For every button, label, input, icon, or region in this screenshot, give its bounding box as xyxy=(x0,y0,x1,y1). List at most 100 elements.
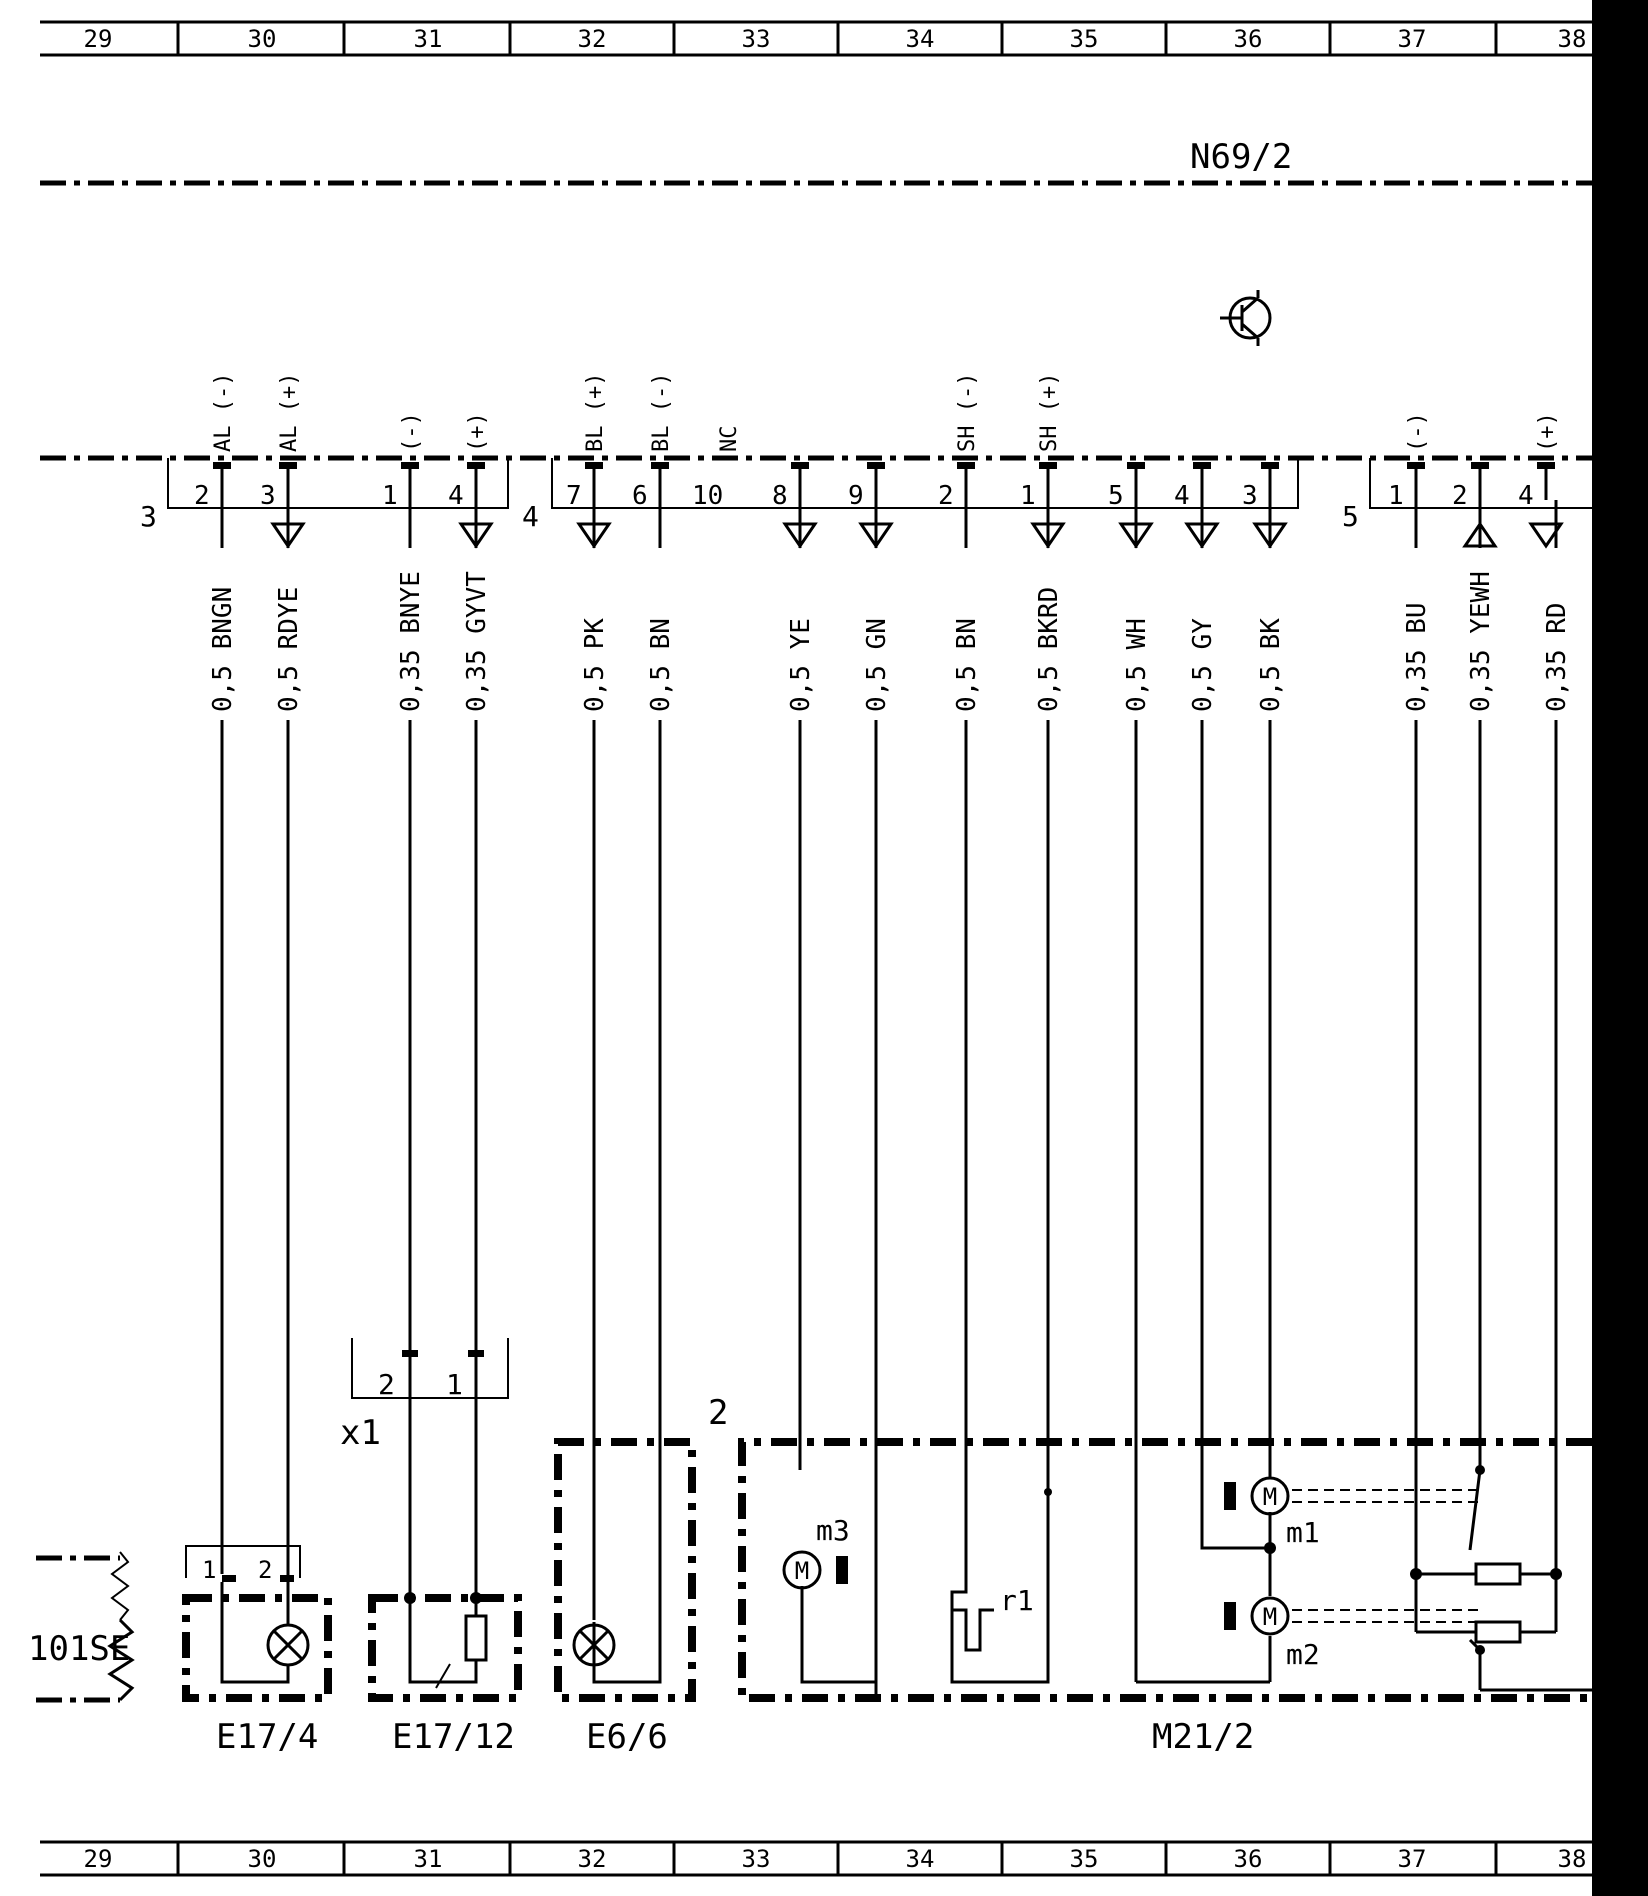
lamp-icon xyxy=(266,1623,310,1667)
pin-number: 4 xyxy=(1174,481,1190,511)
svg-text:2: 2 xyxy=(258,1556,272,1584)
connector-4-bracket: 4 xyxy=(522,458,1299,533)
wire: 0,5 RDYE xyxy=(274,500,304,1582)
wire-color-label: 0,5 PK xyxy=(580,618,610,712)
signal-arrow-down xyxy=(1528,522,1564,549)
pin-signal-label: (+) xyxy=(465,412,490,452)
pin-number: 2 xyxy=(194,481,210,511)
grid-cell-29: 29 xyxy=(84,1845,113,1873)
adjacent-component-fragment: 101SE xyxy=(28,1551,135,1703)
svg-text:2: 2 xyxy=(378,1368,395,1401)
motor-m1-label: m1 xyxy=(1286,1516,1320,1549)
grid-cell-30: 30 xyxy=(248,25,277,53)
wire: 0,35 GYVT xyxy=(462,500,492,1598)
connector-pin: 9 xyxy=(848,462,894,549)
grid-cell-38: 38 xyxy=(1558,25,1587,53)
connector-3-label: 3 xyxy=(140,500,157,533)
grid-cell-32: 32 xyxy=(578,1845,607,1873)
r1-label: r1 xyxy=(1000,1584,1034,1617)
wire: 0,5 YE xyxy=(786,500,816,1470)
pin-number: 6 xyxy=(632,481,648,511)
pin-signal-label: SH (-) xyxy=(955,373,980,452)
wire: 0,5 BNGN xyxy=(208,500,238,1574)
pin-signal-label: BL (-) xyxy=(649,373,674,452)
wire-color-label: 0,35 GYVT xyxy=(462,571,492,712)
pin-number: 2 xyxy=(1452,481,1468,511)
wire-color-label: 0,5 BN xyxy=(646,618,676,712)
x1-pin-b: 1 xyxy=(446,1350,484,1401)
connector-5-label: 5 xyxy=(1342,500,1359,533)
wire-color-label: 0,5 BNGN xyxy=(208,587,238,712)
motor-m3-symbol: M xyxy=(795,1557,809,1585)
pin-signal-label: (-) xyxy=(399,412,424,452)
connector-pin: 1 (-) xyxy=(1388,412,1430,511)
motor-m2-label: m2 xyxy=(1286,1638,1320,1671)
connector-pin: 2 SH (-) xyxy=(938,373,980,511)
wire-color-label: 0,5 BKRD xyxy=(1034,587,1064,712)
transistor-icon xyxy=(1220,290,1272,346)
grid-cell-36: 36 xyxy=(1234,1845,1263,1873)
pin-number: 4 xyxy=(448,481,464,511)
pin-number: 10 xyxy=(692,481,723,511)
motor-m2-symbol: M xyxy=(1263,1603,1277,1631)
pin-number: 2 xyxy=(938,481,954,511)
connector-pin: 8 xyxy=(772,462,818,549)
connector-pin: 4 xyxy=(1174,462,1220,549)
wire: 0,5 BKRD xyxy=(1034,500,1064,1482)
grid-cell-37: 37 xyxy=(1398,25,1427,53)
pin-signal-label: AL (+) xyxy=(277,373,302,452)
motor-m1-symbol: M xyxy=(1263,1483,1277,1511)
pin-number: 1 xyxy=(1020,481,1036,511)
wire-color-label: 0,5 GN xyxy=(862,618,892,712)
motor-m3-label: m3 xyxy=(816,1514,850,1547)
wire-color-label: 0,5 BN xyxy=(952,618,982,712)
grid-cell-34: 34 xyxy=(906,25,935,53)
grid-cell-33: 33 xyxy=(742,1845,771,1873)
pin-signal-label: (-) xyxy=(1405,412,1430,452)
wires-layer: 0,5 BNGN 0,5 RDYE 0,35 BNYE 0,35 GYVT 0,5 PK… xyxy=(208,500,1572,1700)
top-grid-row: 29 30 31 32 33 34 35 36 37 38 xyxy=(40,20,1592,57)
pin-number: 3 xyxy=(1242,481,1258,511)
connector-pin: 6 BL (-) xyxy=(632,373,674,511)
motor-icon: M xyxy=(782,1550,848,1590)
grid-cell-31: 31 xyxy=(414,25,443,53)
svg-text:1: 1 xyxy=(446,1368,463,1401)
right-border-bar xyxy=(1592,0,1648,1896)
connector-pin: 7BL (+) xyxy=(566,373,612,549)
grid-cell-34: 34 xyxy=(906,1845,935,1873)
wire-color-label: 0,5 YE xyxy=(786,618,816,712)
connector-pin: 5 xyxy=(1108,462,1154,549)
heater-r1: r1 xyxy=(950,720,1052,1684)
wire-color-label: 0,5 RDYE xyxy=(274,587,304,712)
connector-pin: 2AL (-) xyxy=(194,373,236,511)
lamp-icon xyxy=(572,1623,616,1667)
x1-label: x1 xyxy=(340,1413,381,1453)
component-m21-2-label: M21/2 xyxy=(1152,1717,1254,1757)
pin-number: 1 xyxy=(1388,481,1404,511)
component-e17-4-label: E17/4 xyxy=(216,1717,318,1757)
pin-signal-label: NC xyxy=(717,426,742,453)
grid-cell-33: 33 xyxy=(742,25,771,53)
grid-cell-29: 29 xyxy=(84,25,113,53)
connector-4-label: 4 xyxy=(522,500,539,533)
connector-pin: 3 xyxy=(1242,462,1288,549)
connector-pin: 4 (+) xyxy=(448,412,494,549)
pin-number: 5 xyxy=(1108,481,1124,511)
pin-number: 8 xyxy=(772,481,788,511)
pins-layer: 2AL (-) 3 AL (+) 1 (-) 4 (+) 7BL (+) 6 BL (-) 10 NC… xyxy=(194,373,1564,549)
svg-text:1: 1 xyxy=(202,1556,216,1584)
pin-number: 9 xyxy=(848,481,864,511)
motor-icon: M xyxy=(1224,1476,1290,1516)
pin-signal-label: (+) xyxy=(1535,412,1560,452)
grid-cell-32: 32 xyxy=(578,25,607,53)
wire-color-label: 0,35 BU xyxy=(1402,602,1432,712)
wire-color-label: 0,5 BK xyxy=(1256,618,1286,712)
wire: 0,35 BNYE xyxy=(396,500,426,1598)
bottom-grid-row: 29 30 31 32 33 34 35 36 37 38 xyxy=(40,1840,1592,1877)
wire: 0,5 PK xyxy=(580,500,610,1620)
x1-connector: 2 1 x1 xyxy=(340,1338,509,1453)
wire-color-label: 0,35 BNYE xyxy=(396,571,426,712)
component-e6-6: E6/6 xyxy=(554,720,696,1757)
wire-color-label: 0,5 GY xyxy=(1188,618,1218,712)
